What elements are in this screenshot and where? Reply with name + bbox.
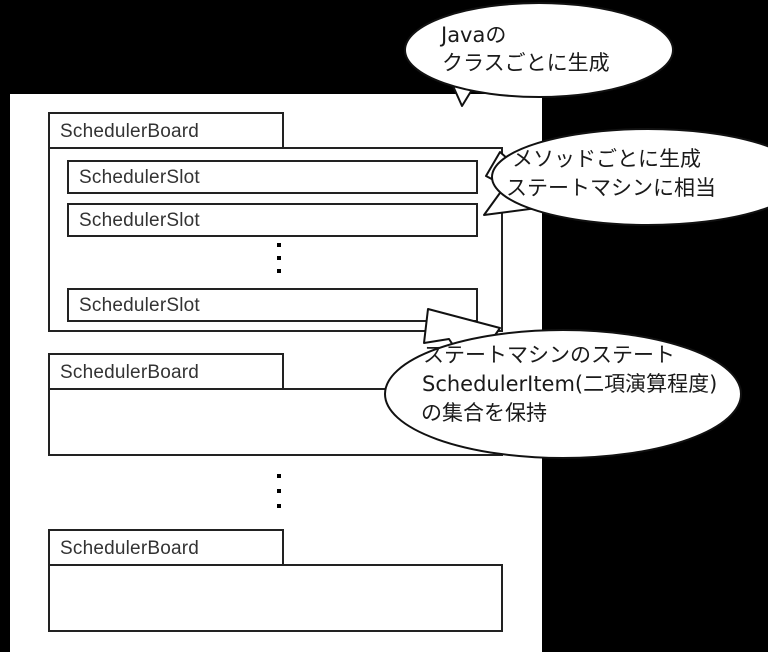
scheduler-board-1-header[interactable] xyxy=(48,112,284,149)
scheduler-board-ellipsis xyxy=(276,474,281,508)
scheduler-board-2-title: SchedulerBoard xyxy=(60,362,200,383)
scheduler-board-3-body[interactable] xyxy=(48,564,503,632)
callout-method-statemachine-line-1: メソッドごとに生成 xyxy=(512,147,701,171)
scheduler-slot-1-2-label: SchedulerSlot xyxy=(79,210,200,231)
scheduler-slot-1-2[interactable] xyxy=(67,203,478,237)
scheduler-board-3-title: SchedulerBoard xyxy=(60,538,200,559)
callout-state-item-line-3: の集合を保持 xyxy=(421,401,547,425)
scheduler-board-2-header[interactable] xyxy=(48,353,284,390)
scheduler-slot-1-1[interactable] xyxy=(67,160,478,194)
scheduler-board-1-title: SchedulerBoard xyxy=(60,121,200,142)
callout-java-class-bubble[interactable] xyxy=(404,2,674,98)
scheduler-board-3-header[interactable] xyxy=(48,529,284,566)
scheduler-slot-1-3[interactable] xyxy=(67,288,478,322)
callout-method-statemachine-bubble[interactable] xyxy=(491,128,768,226)
callout-java-class-line-1: Javaの xyxy=(441,23,507,47)
scheduler-slot-1-3-label: SchedulerSlot xyxy=(79,295,200,316)
callout-java-class-line-2: クラスごとに生成 xyxy=(442,51,610,75)
callout-method-statemachine-line-2: ステートマシンに相当 xyxy=(506,176,716,200)
callout-state-item-bubble[interactable] xyxy=(384,329,742,459)
callout-state-item-line-1: ステートマシンのステート xyxy=(423,343,675,367)
scheduler-slot-1-1-label: SchedulerSlot xyxy=(79,167,200,188)
callout-state-item-line-2: SchedulerItem(二項演算程度) xyxy=(422,372,718,396)
scheduler-slot-ellipsis xyxy=(276,243,281,273)
